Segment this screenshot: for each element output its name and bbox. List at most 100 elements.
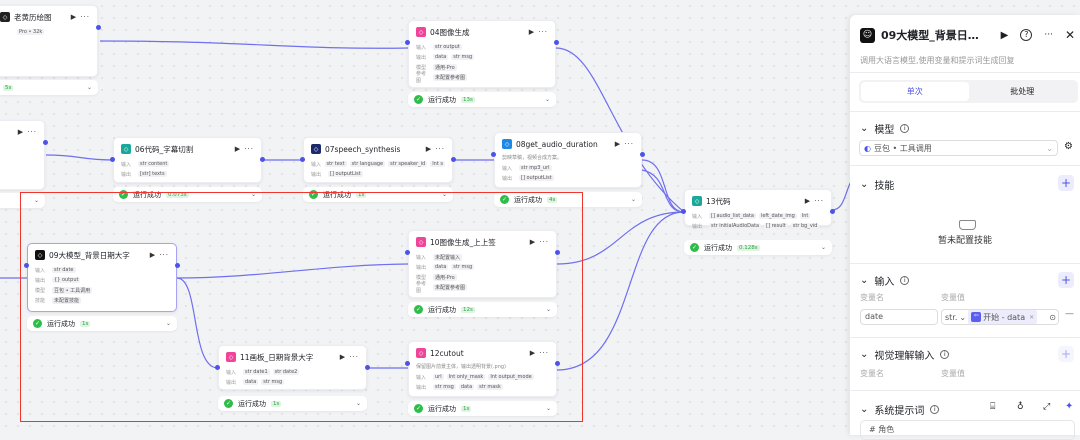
chevron-down-icon[interactable]: ⌄ [545,405,551,412]
run-icon[interactable]: ▶ [234,145,242,153]
workflow-node[interactable]: ▶ ··· [0,120,45,190]
chevron-down-icon[interactable]: ⌄ [33,197,39,204]
output-port[interactable] [365,365,370,370]
tab-single[interactable]: 单次 [861,82,969,101]
run-icon[interactable]: ▶ [339,353,347,361]
chevron-down-icon[interactable]: ⌄ [86,84,92,91]
more-icon[interactable]: ··· [814,197,824,205]
input-port[interactable] [24,263,29,268]
input-port[interactable] [681,209,686,214]
run-icon[interactable]: ▶ [425,145,433,153]
output-port[interactable] [96,25,101,30]
more-icon[interactable]: ··· [539,349,549,357]
expand-icon[interactable]: ⤢ [1043,402,1051,412]
add-vision-input-button[interactable]: + [1058,346,1074,362]
more-icon[interactable]: ··· [349,353,359,361]
model-select[interactable]: ◐豆包 • 工具调用⌄ [859,140,1058,156]
output-port[interactable] [555,250,560,255]
chevron-down-icon[interactable]: ⌄ [355,400,361,407]
more-icon[interactable]: ··· [539,238,549,246]
lightbulb-icon[interactable]: ♁ [1017,402,1024,412]
input-port[interactable] [300,157,305,162]
run-icon[interactable]: ▶ [528,28,536,36]
chevron-down-icon[interactable]: ⌄ [860,179,869,190]
output-port[interactable] [640,152,645,157]
output-port[interactable] [451,157,456,162]
workflow-node[interactable]: ◇08get_audio_duration▶ ···剪映草稿，视频合成方案。输入… [494,132,642,188]
output-port[interactable] [260,157,265,162]
more-icon[interactable]: ··· [159,251,169,259]
run-icon[interactable]: ▶ [1000,29,1009,41]
add-skill-button[interactable]: + [1058,175,1074,191]
chevron-down-icon[interactable]: ⌄ [165,320,171,327]
more-icon[interactable]: ··· [1044,30,1053,40]
input-port[interactable] [405,361,410,366]
chevron-down-icon[interactable]: ⌄ [860,349,869,360]
input-port[interactable] [215,365,220,370]
chevron-down-icon[interactable]: ⌄ [630,196,636,203]
more-icon[interactable]: ··· [244,145,254,153]
run-icon[interactable]: ▶ [17,128,25,136]
target-icon[interactable]: ⊙ [1049,312,1056,322]
more-icon[interactable]: ··· [538,28,548,36]
more-icon[interactable]: ··· [435,145,445,153]
chevron-down-icon[interactable]: ⌄ [545,306,551,313]
chevron-down-icon[interactable]: ⌄ [441,191,447,198]
var-name-input[interactable]: date [860,309,938,325]
chevron-down-icon[interactable]: ⌄ [820,244,826,251]
gear-icon[interactable]: ⚙ [1064,141,1073,152]
run-icon[interactable]: ▶ [529,238,537,246]
chevron-down-icon[interactable]: ⌄ [860,404,869,415]
remove-input-button[interactable]: — [1065,309,1074,319]
run-icon[interactable]: ▶ [149,251,157,259]
run-status-bar[interactable]: 5s⌄ [0,80,98,95]
more-icon[interactable]: ··· [80,13,90,21]
input-port[interactable] [405,250,410,255]
system-prompt-editor[interactable]: # 角色 [860,420,1075,440]
output-port[interactable] [554,40,559,45]
workflow-node[interactable]: ◇老黄历绘图▶ ···Pro • 32k [0,5,98,77]
help-icon[interactable]: ? [1020,29,1033,41]
chevron-down-icon[interactable]: ⌄ [860,275,869,286]
input-port[interactable] [405,40,410,45]
output-port[interactable] [830,209,835,214]
library-icon[interactable]: ⌸ [990,402,996,412]
chevron-down-icon[interactable]: ⌄ [250,191,256,198]
run-icon[interactable]: ▶ [614,140,622,148]
close-icon[interactable]: ✕ [1064,28,1075,42]
input-port[interactable] [491,152,496,157]
tab-batch[interactable]: 批处理 [1010,87,1035,96]
type-select[interactable]: str. [945,312,958,322]
output-port[interactable] [175,263,180,268]
output-port[interactable] [43,140,48,145]
add-input-button[interactable]: + [1058,272,1074,288]
more-icon[interactable]: ··· [624,140,634,148]
run-status-bar[interactable]: ⌄ [0,193,45,208]
run-icon[interactable]: ▶ [804,197,812,205]
ai-sparkle-icon[interactable]: ✦ [1065,401,1074,412]
chevron-down-icon[interactable]: ⌄ [544,96,550,103]
input-port[interactable] [110,157,115,162]
chevron-down-icon[interactable]: ⌄ [860,123,869,134]
clear-icon[interactable]: ✕ [1029,313,1035,321]
ref-chip[interactable]: ⇦开始 - data✕ [968,310,1038,324]
run-icon[interactable]: ▶ [529,349,537,357]
output-port[interactable] [555,361,560,366]
